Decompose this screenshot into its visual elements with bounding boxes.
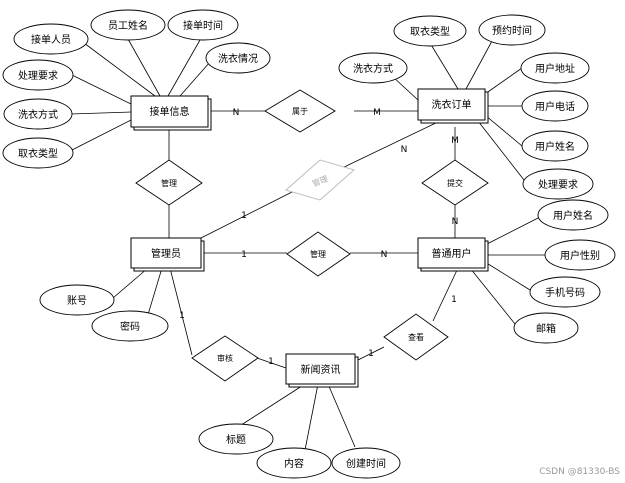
entity-user: 普通用户 bbox=[417, 237, 489, 272]
svg-text:接单时间: 接单时间 bbox=[183, 19, 223, 32]
attr-jiedan-time: 接单时间 bbox=[167, 9, 239, 41]
cardinality-belongs-order: M bbox=[373, 108, 381, 118]
svg-text:洗衣方式: 洗衣方式 bbox=[18, 108, 58, 121]
svg-text:内容: 内容 bbox=[284, 457, 304, 470]
svg-text:处理要求: 处理要求 bbox=[18, 70, 58, 82]
cardinality-review-admin: 1 bbox=[179, 311, 185, 321]
svg-text:取衣类型: 取衣类型 bbox=[410, 25, 450, 38]
cardinality-belongs-jiedan: N bbox=[233, 108, 240, 118]
svg-text:密码: 密码 bbox=[120, 320, 140, 333]
relationship-manage-jiedan: 管理 bbox=[135, 159, 203, 206]
relationship-browse: 查看 bbox=[383, 313, 449, 361]
svg-text:标题: 标题 bbox=[226, 434, 246, 446]
entity-jiedan-label: 接单信息 bbox=[150, 105, 190, 118]
relationship-belongs-label: 属于 bbox=[292, 107, 308, 116]
svg-text:预约时间: 预约时间 bbox=[492, 24, 532, 37]
svg-text:用户姓名: 用户姓名 bbox=[553, 209, 593, 222]
attr-user-name: 用户姓名 bbox=[537, 199, 609, 231]
svg-text:手机号码: 手机号码 bbox=[545, 286, 585, 299]
relationship-review-label: 审核 bbox=[217, 353, 233, 363]
svg-text:员工姓名: 员工姓名 bbox=[108, 19, 148, 32]
cardinalities: N M N 1 N M 1 N 1 1 1 1 bbox=[179, 108, 459, 367]
attr-jiedan-pickup: 取衣类型 bbox=[2, 137, 74, 169]
relationship-belongs: 属于 bbox=[264, 89, 336, 133]
relationship-browse-label: 查看 bbox=[408, 332, 424, 342]
attr-news-content: 内容 bbox=[256, 447, 332, 479]
cardinality-manage-order: N bbox=[401, 145, 408, 155]
attr-user-mobile: 手机号码 bbox=[529, 276, 601, 308]
svg-text:取衣类型: 取衣类型 bbox=[18, 147, 58, 160]
attr-order-name: 用户姓名 bbox=[521, 130, 589, 162]
entity-news-label: 新闻资讯 bbox=[301, 363, 341, 376]
cardinality-browse-user: 1 bbox=[451, 295, 457, 305]
cardinality-manage-admin-user: 1 bbox=[241, 250, 247, 260]
entity-order: 洗衣订单 bbox=[417, 88, 489, 124]
attr-order-method: 洗衣方式 bbox=[338, 52, 408, 84]
attr-jiedan-method: 洗衣方式 bbox=[3, 98, 73, 130]
svg-text:用户姓名: 用户姓名 bbox=[535, 140, 575, 153]
svg-text:洗衣方式: 洗衣方式 bbox=[353, 62, 393, 75]
attr-admin-password: 密码 bbox=[91, 310, 169, 342]
entity-order-label: 洗衣订单 bbox=[432, 98, 472, 111]
svg-text:用户性别: 用户性别 bbox=[560, 249, 600, 262]
relationship-submit: 提交 bbox=[421, 159, 489, 206]
edges bbox=[70, 38, 546, 451]
relationship-manage-user-label: 管理 bbox=[310, 249, 326, 259]
relationship-manage-jiedan-label: 管理 bbox=[161, 178, 177, 188]
svg-text:处理要求: 处理要求 bbox=[538, 179, 578, 191]
attr-order-time: 预约时间 bbox=[478, 14, 546, 46]
attr-order-phone: 用户电话 bbox=[521, 90, 589, 122]
relationship-manage-user: 管理 bbox=[286, 231, 351, 277]
svg-text:接单人员: 接单人员 bbox=[31, 33, 71, 46]
attr-order-addr: 用户地址 bbox=[520, 52, 590, 84]
attr-jiedan-status: 洗衣情况 bbox=[205, 42, 271, 74]
entity-admin: 管理员 bbox=[130, 237, 205, 272]
svg-text:创建时间: 创建时间 bbox=[346, 457, 386, 470]
attr-news-created: 创建时间 bbox=[331, 447, 401, 479]
relationship-submit-label: 提交 bbox=[447, 178, 463, 188]
svg-text:用户电话: 用户电话 bbox=[535, 100, 575, 113]
attr-jiedan-name: 员工姓名 bbox=[90, 9, 166, 41]
cardinality-manage-admin: 1 bbox=[241, 211, 247, 221]
cardinality-submit-order: M bbox=[451, 136, 459, 146]
entity-admin-label: 管理员 bbox=[151, 247, 181, 260]
attr-jiedan-staff: 接单人员 bbox=[13, 23, 89, 55]
entity-news: 新闻资讯 bbox=[285, 353, 359, 388]
watermark: CSDN @81330-BS bbox=[539, 467, 620, 477]
attr-order-pickup: 取衣类型 bbox=[393, 15, 467, 47]
relationship-manage-order: 管理 bbox=[285, 159, 355, 201]
entity-user-label: 普通用户 bbox=[432, 247, 472, 260]
cardinality-browse-news: 1 bbox=[368, 349, 374, 359]
attr-user-email: 邮箱 bbox=[513, 312, 579, 344]
svg-text:账号: 账号 bbox=[67, 295, 87, 307]
entity-jiedan: 接单信息 bbox=[130, 95, 212, 131]
cardinality-manage-user: N bbox=[381, 250, 388, 260]
attr-order-req: 处理要求 bbox=[522, 168, 594, 200]
cardinality-submit-user: N bbox=[452, 217, 459, 227]
cardinality-review-news: 1 bbox=[268, 357, 274, 367]
attr-admin-account: 账号 bbox=[39, 284, 115, 316]
relationship-review: 审核 bbox=[191, 335, 259, 382]
attr-news-title: 标题 bbox=[198, 423, 274, 455]
svg-text:邮箱: 邮箱 bbox=[536, 322, 556, 335]
attr-user-gender: 用户性别 bbox=[544, 239, 616, 271]
svg-text:洗衣情况: 洗衣情况 bbox=[218, 52, 258, 65]
svg-text:用户地址: 用户地址 bbox=[535, 62, 575, 75]
attr-jiedan-req: 处理要求 bbox=[2, 59, 74, 91]
